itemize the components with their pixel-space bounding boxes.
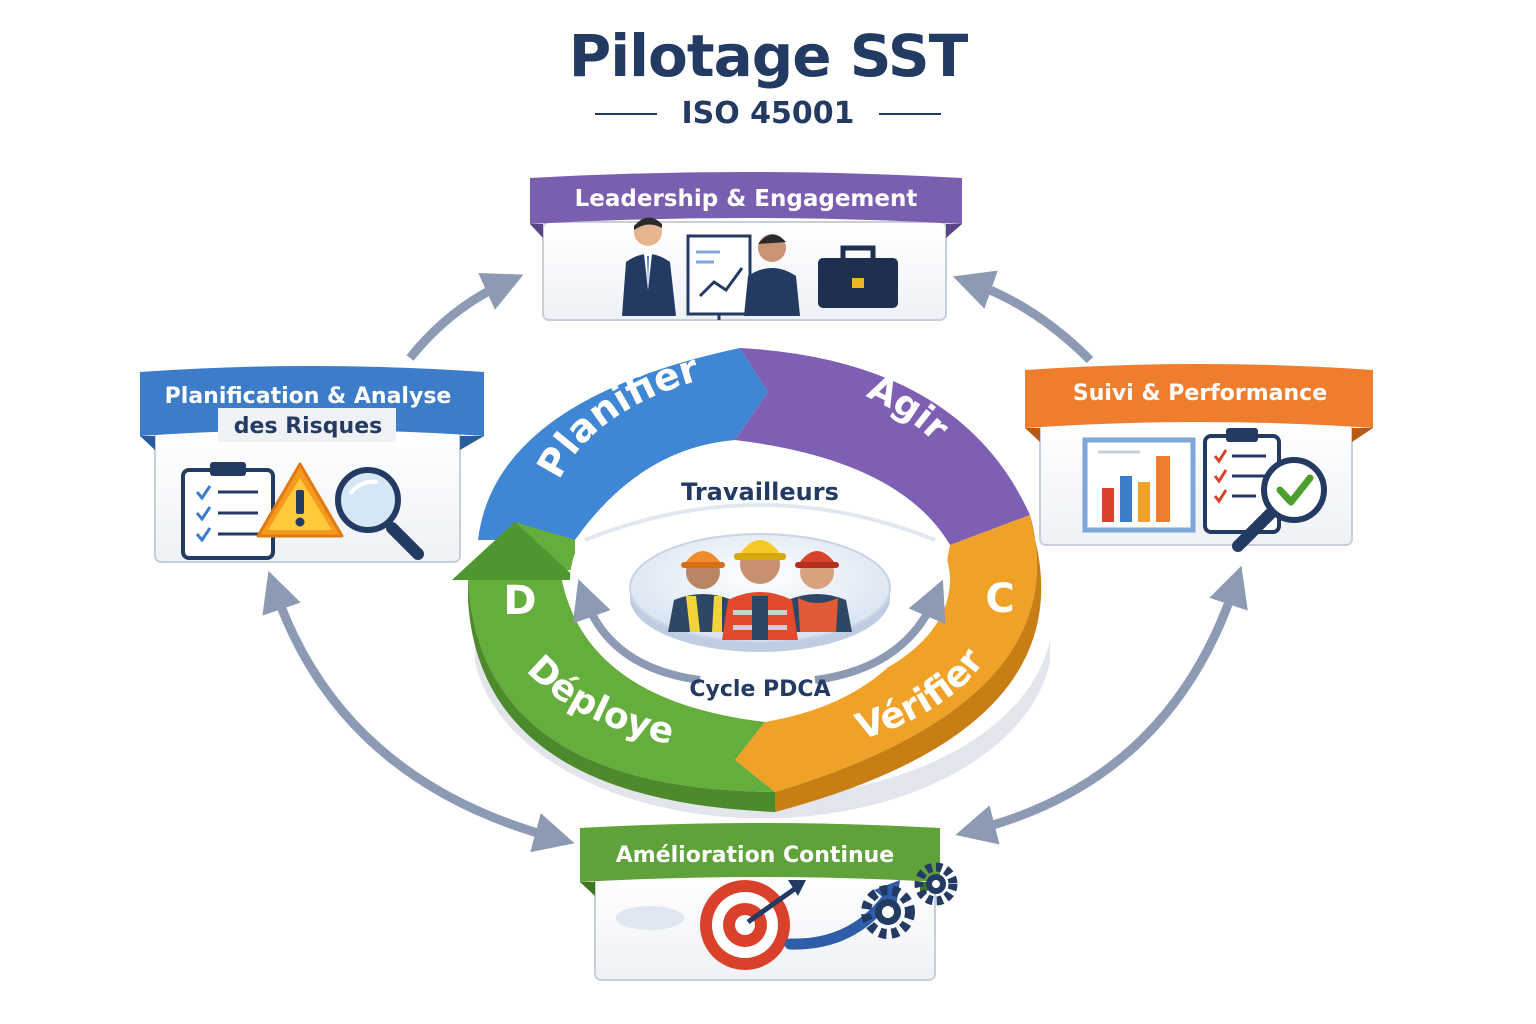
cycle-label: Cycle PDCA (689, 677, 830, 702)
arrow-planning-to-leadership (406, 272, 524, 361)
subtitle-row: ISO 45001 (0, 96, 1536, 131)
card-monitoring: Suivi & Performance (1025, 364, 1373, 552)
flipchart-icon (686, 234, 752, 320)
presenter-icon (622, 217, 676, 316)
card-planning-label-line1: Planification & Analyse (165, 384, 452, 409)
page-title: Pilotage SST (568, 22, 969, 90)
subtitle-rule-right (878, 112, 941, 115)
card-monitoring-label: Suivi & Performance (1073, 381, 1327, 406)
magnifier-icon (335, 467, 424, 560)
card-leadership-label: Leadership & Engagement (575, 186, 918, 212)
card-leadership: Leadership & Engagement (530, 172, 962, 321)
pdca-ring (452, 348, 1050, 819)
card-planning: Planification & Analyse des Risques (140, 366, 484, 563)
segment-check-edge (775, 515, 1042, 812)
gears-icon (861, 862, 958, 939)
inner-arrow-right (814, 579, 946, 684)
subtitle-rule-left (595, 112, 658, 115)
do-arrow-top (452, 522, 578, 580)
inner-arc-top (584, 503, 936, 542)
card-improvement-label: Amélioration Continue (616, 843, 894, 868)
manager-icon (744, 234, 800, 316)
segment-check (735, 515, 1038, 792)
arrow-monitoring-to-leadership (952, 270, 1094, 364)
bar-chart-icon (1082, 437, 1196, 533)
card-improvement: Amélioration Continue (580, 823, 958, 981)
card-planning-label-line2: des Risques (234, 414, 382, 439)
warning-icon (256, 462, 344, 538)
workers-icon (668, 540, 852, 640)
briefcase-icon (818, 245, 898, 308)
segment-act (735, 348, 1030, 545)
page-subtitle: ISO 45001 (681, 96, 855, 131)
letter-check: C (985, 576, 1014, 622)
checklist-icon (181, 462, 275, 560)
target-icon (700, 880, 806, 970)
arrow-planning-improvement (262, 570, 575, 853)
arrow-monitoring-improvement (955, 565, 1248, 845)
clipboard-icon (1203, 428, 1281, 534)
inner-arrow-left (572, 579, 701, 684)
segment-do (452, 522, 775, 792)
check-magnifier-icon (1232, 457, 1327, 552)
segment-plan (478, 348, 768, 540)
letter-do: D (503, 578, 536, 624)
center-label: Travailleurs (681, 478, 839, 506)
